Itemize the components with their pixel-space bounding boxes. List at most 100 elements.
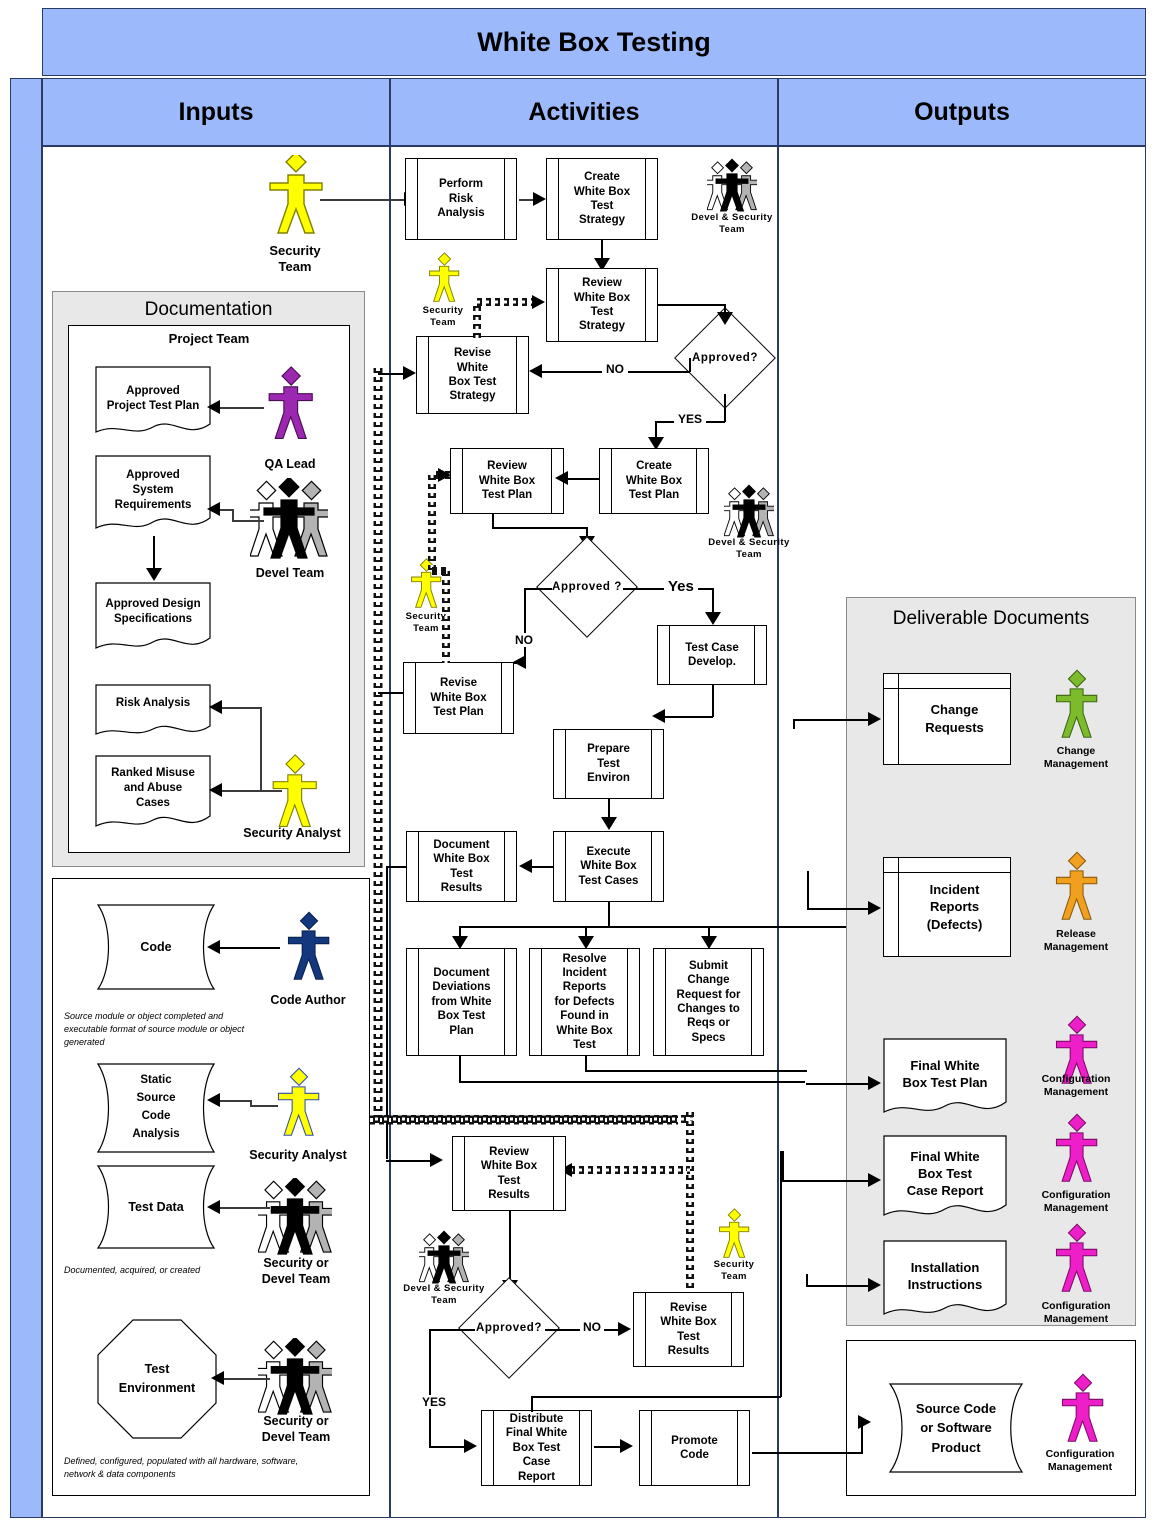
deliverable-incident-reports[interactable]: Incident Reports (Defects) [883, 857, 1011, 957]
process-label: Document White Box Test Results [433, 838, 490, 894]
decision-approved-plan[interactable]: Approved ? [536, 536, 638, 638]
decision-label: Approved? [475, 1322, 543, 1334]
doc-label: Approved Design Specifications [105, 598, 201, 625]
arrowhead [601, 817, 617, 830]
process-revise-wb-test-results[interactable]: Revise White Box Test Results [633, 1292, 744, 1367]
connector [250, 1105, 278, 1107]
deliverable-source-code-or-software-product[interactable]: Source Code or Software Product [888, 1382, 1024, 1474]
actor-config-management-4 [1061, 1373, 1104, 1442]
process-submit-change-request[interactable]: Submit Change Request for Changes to Req… [653, 948, 764, 1056]
actor-security-analyst-code [277, 1067, 320, 1136]
actor-config-management-1-label: Configuration Management [1041, 1073, 1111, 1099]
revise-results-to-review-dash [570, 1163, 690, 1177]
flow-label-no-results: NO [580, 1320, 604, 1334]
deliverable-final-wb-test-case-report[interactable]: Final White Box Test Case Report [883, 1135, 1007, 1225]
process-promote-code[interactable]: Promote Code [639, 1410, 750, 1486]
arrowhead [701, 936, 717, 949]
process-label: Prepare Test Environ [587, 743, 630, 785]
actor-security-or-devel-team-env [258, 1338, 332, 1415]
connector [232, 520, 264, 522]
connector [218, 1100, 252, 1102]
doc-risk-analysis: Risk Analysis [95, 684, 211, 740]
connector [861, 1422, 863, 1454]
arrowhead [555, 471, 568, 485]
actor-devel-security-results [419, 1230, 469, 1284]
actor-security-team-strategy [429, 252, 460, 302]
process-review-wb-test-results[interactable]: Review White Box Test Results [452, 1136, 566, 1211]
flow-label-no-strategy: NO [602, 362, 628, 376]
process-resolve-incident-reports[interactable]: Resolve Incident Reports for Defects Fou… [529, 948, 640, 1056]
connector [780, 1151, 782, 1397]
process-label: Review White Box Test Results [480, 1145, 538, 1201]
process-document-wb-test-results[interactable]: Document White Box Test Results [406, 831, 517, 902]
process-label: Revise White Box Test Results [660, 1301, 717, 1357]
process-perform-risk-analysis[interactable]: Perform Risk Analysis [405, 158, 517, 240]
connector [531, 1396, 533, 1412]
process-revise-wb-test-plan[interactable]: Revise White Box Test Plan [403, 662, 514, 734]
process-execute-wb-test-cases[interactable]: Execute White Box Test Cases [553, 831, 664, 902]
connector [250, 1100, 252, 1107]
process-review-wb-test-plan[interactable]: Review White Box Test Plan [450, 448, 564, 514]
project-team-label: Project Team [168, 331, 250, 346]
arrowhead [648, 437, 664, 450]
flow-label-yes-plan: Yes [664, 578, 698, 595]
inputs-to-activities-ribbon-bottom [370, 1112, 678, 1128]
doc-approved-system-requirements: Approved System Requirements [95, 455, 211, 535]
arrowhead [532, 295, 545, 309]
connector [218, 1207, 270, 1209]
decision-approved-strategy[interactable]: Approved? [674, 307, 776, 409]
arrowhead [705, 612, 721, 625]
actor-security-or-devel-team-data-label: Security or Devel Team [261, 1256, 331, 1286]
arrowhead [452, 936, 468, 949]
process-label: Revise White Box Test Plan [430, 677, 487, 719]
arrowhead [868, 712, 881, 726]
process-review-wb-test-strategy[interactable]: Review White Box Test Strategy [546, 268, 658, 342]
connector [524, 588, 526, 662]
arrowhead [403, 366, 416, 380]
connector [429, 1329, 431, 1447]
decision-approved-results[interactable]: Approved? [458, 1277, 560, 1379]
deliverable-final-wb-test-plan[interactable]: Final White Box Test Plan [883, 1038, 1007, 1120]
connector [708, 926, 710, 940]
process-prepare-test-environ[interactable]: Prepare Test Environ [553, 729, 664, 799]
connector [530, 866, 554, 868]
arrowhead [868, 1173, 881, 1187]
decision-label: Approved? [691, 352, 759, 364]
actor-security-team-results [719, 1208, 750, 1258]
connector [807, 908, 871, 910]
deliverable-installation-instructions[interactable]: Installation Instructions [883, 1240, 1007, 1322]
note-test-data: Documented, acquired, or created [64, 1265, 201, 1275]
connector [386, 866, 388, 1159]
arrowhead [209, 700, 222, 714]
note-code: Source module or object completed and ex… [64, 1011, 245, 1048]
connector [658, 304, 725, 306]
actor-devel-security-top-label: Devel & Security Team [691, 212, 773, 235]
process-create-wb-test-strategy[interactable]: Create White Box Test Strategy [546, 158, 658, 240]
deliverable-change-requests[interactable]: Change Requests [883, 673, 1011, 765]
arrowhead [529, 364, 542, 378]
arrowhead [519, 859, 532, 873]
actor-security-analyst-doc [272, 754, 317, 828]
process-label: Perform Risk Analysis [437, 178, 485, 220]
process-distribute-final-report[interactable]: Distribute Final White Box Test Case Rep… [481, 1410, 592, 1486]
process-create-wb-test-plan[interactable]: Create White Box Test Plan [599, 448, 709, 514]
process-test-case-develop[interactable]: Test Case Develop. [657, 625, 767, 685]
deliverable-label: Final White Box Test Plan [902, 1058, 988, 1090]
connector [218, 509, 234, 511]
actor-devel-security-results-label: Devel & Security Team [403, 1283, 485, 1306]
connector [806, 1285, 871, 1287]
process-document-deviations[interactable]: Document Deviations from White Box Test … [406, 948, 517, 1056]
shape-label: Test Environment [118, 1362, 196, 1395]
documentation-panel-title: Documentation [144, 299, 273, 320]
actor-code-author [287, 911, 330, 980]
actor-devel-security-plan-label: Devel & Security Team [708, 537, 790, 560]
connector [806, 1083, 871, 1085]
arrowhead [146, 568, 162, 581]
connector [218, 407, 264, 409]
doc-label: Ranked Misuse and Abuse Cases [111, 767, 195, 809]
process-label: Promote Code [671, 1434, 718, 1461]
process-revise-wb-test-strategy[interactable]: Revise White Box Test Strategy [416, 336, 529, 414]
actor-security-team-results-label: Security Team [713, 1259, 755, 1282]
process-label: Create White Box Test Strategy [573, 171, 631, 227]
page-title: White Box Testing [42, 8, 1146, 76]
